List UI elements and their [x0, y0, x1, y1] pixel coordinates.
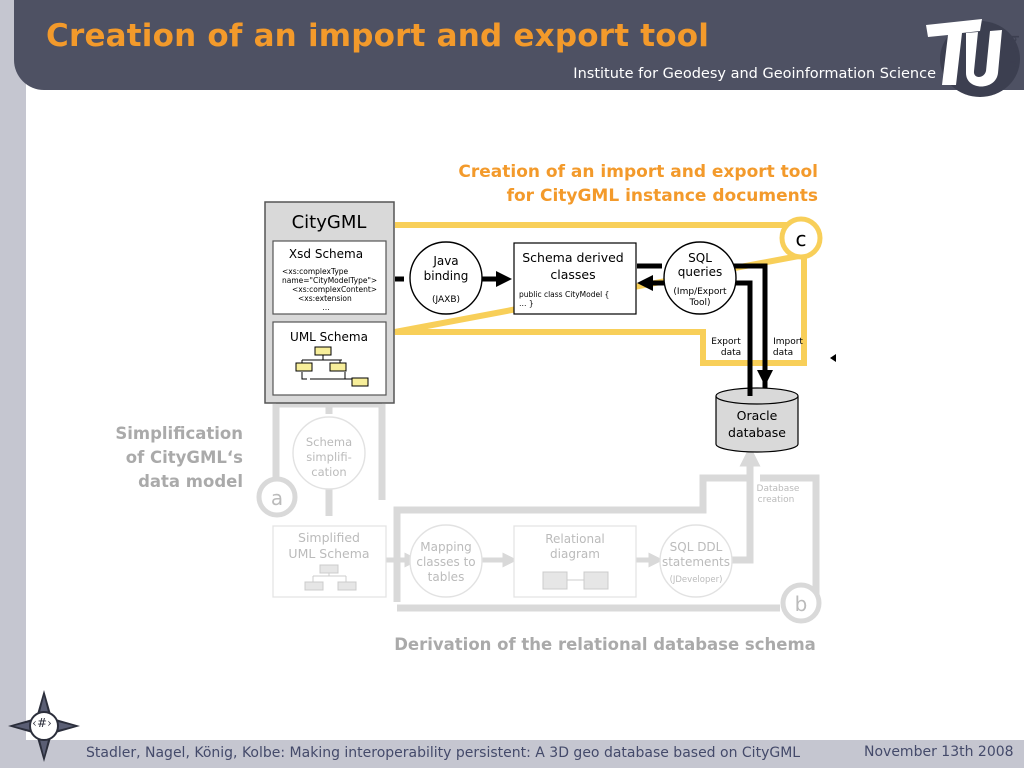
- institute-name: Institute for Geodesy and Geoinformation…: [573, 66, 936, 82]
- java-binding-sub: (JAXB): [432, 295, 460, 305]
- small-pointer-icon: [830, 354, 836, 362]
- schema-simplification-line1: Schema: [306, 435, 352, 449]
- uml-tree-icon: [295, 346, 369, 387]
- derivation-label: Derivation of the relational database sc…: [394, 635, 816, 654]
- sql-ddl-line2: statements: [662, 555, 730, 569]
- schema-classes-box: [513, 242, 637, 315]
- diagram-heading-line2: for CityGML instance documents: [507, 186, 818, 206]
- label-a: a: [271, 486, 283, 510]
- schema-classes-line2: classes: [550, 267, 595, 282]
- oracle-line2: database: [728, 425, 786, 440]
- sql-queries-line1: SQL: [688, 251, 712, 265]
- header-bar: [14, 0, 1024, 90]
- sql-ddl-node: [659, 524, 733, 598]
- citygml-title: CityGML: [292, 212, 367, 233]
- slide-title: Creation of an import and export tool: [46, 18, 710, 54]
- simplification-line1: Simplification: [115, 424, 243, 443]
- sql-queries-node: [663, 241, 737, 315]
- simplification-line3: data model: [138, 472, 243, 491]
- schema-classes-code1: public class CityModel {: [519, 290, 609, 299]
- import-data-line2: data: [773, 348, 793, 358]
- simplified-uml-tree-icon: [304, 564, 357, 591]
- uml-schema-title: UML Schema: [290, 330, 368, 344]
- page-number: ‹#›: [32, 716, 52, 730]
- footer-citation: Stadler, Nagel, König, Kolbe: Making int…: [86, 745, 801, 761]
- relational-tables-icon: [542, 571, 609, 590]
- relational-line2: diagram: [550, 547, 600, 561]
- logo-text: berlin: [1007, 35, 1021, 68]
- tu-berlin-logo-icon: berlin: [926, 19, 1021, 97]
- c-marker: [779, 216, 823, 260]
- xsd-code-line-1: <xs:complexType: [282, 267, 349, 276]
- sql-queries-sub2: Tool): [689, 298, 711, 308]
- relational-diagram-box: [513, 525, 637, 598]
- sql-queries-line2: queries: [678, 265, 723, 279]
- left-sidebar-strip: [0, 0, 26, 768]
- schema-simplification-node: [292, 416, 366, 490]
- xsd-code-line-3: <xs:complexContent>: [292, 285, 377, 294]
- xsd-schema-title: Xsd Schema: [289, 247, 363, 261]
- a-marker: [256, 476, 298, 518]
- java-binding-line2: binding: [424, 269, 469, 283]
- xsd-code-line-5: …: [322, 303, 330, 312]
- sql-queries-sub1: (Imp/Export: [673, 287, 727, 297]
- footer-bar: [0, 740, 1024, 768]
- mapping-line3: tables: [428, 570, 465, 584]
- sql-ddl-sub: (JDeveloper): [670, 575, 723, 585]
- oracle-line1: Oracle: [737, 408, 778, 423]
- schema-classes-code2: … }: [519, 299, 534, 308]
- db-creation-line1: Database: [757, 484, 800, 494]
- compass-navigation-icon[interactable]: [6, 688, 82, 764]
- simplified-uml-line1: Simplified: [298, 530, 360, 545]
- oracle-database-node: [715, 387, 799, 453]
- label-c: c: [796, 227, 807, 251]
- schema-classes-line1: Schema derived: [522, 250, 624, 265]
- xsd-code-line-2: name="CityModelType">: [282, 276, 377, 285]
- java-binding-node: [409, 241, 483, 315]
- schema-simplification-line2: simplifi-: [306, 450, 351, 464]
- diagram-heading-line1: Creation of an import and export tool: [458, 162, 818, 182]
- db-creation-line2: creation: [758, 495, 795, 505]
- xsd-schema-box: [272, 240, 387, 315]
- b-marker: [780, 582, 822, 624]
- mapping-node: [409, 524, 483, 598]
- footer-date: November 13th 2008: [864, 744, 1014, 760]
- export-data-line1: Export: [711, 337, 741, 347]
- import-data-line1: Import: [773, 337, 803, 347]
- simplified-uml-line2: UML Schema: [288, 546, 369, 561]
- schema-simplification-line3: cation: [311, 465, 346, 479]
- java-binding-line1: Java: [432, 254, 458, 268]
- xsd-code-line-4: <xs:extension: [298, 294, 352, 303]
- label-b: b: [795, 592, 808, 616]
- mapping-line1: Mapping: [420, 540, 472, 554]
- export-data-line2: data: [721, 348, 741, 358]
- sql-ddl-line1: SQL DDL: [670, 540, 723, 554]
- simplified-uml-box: [272, 525, 387, 598]
- simplification-line2: of CityGML‘s: [126, 448, 243, 467]
- mapping-line2: classes to: [416, 555, 475, 569]
- relational-line1: Relational: [545, 532, 605, 546]
